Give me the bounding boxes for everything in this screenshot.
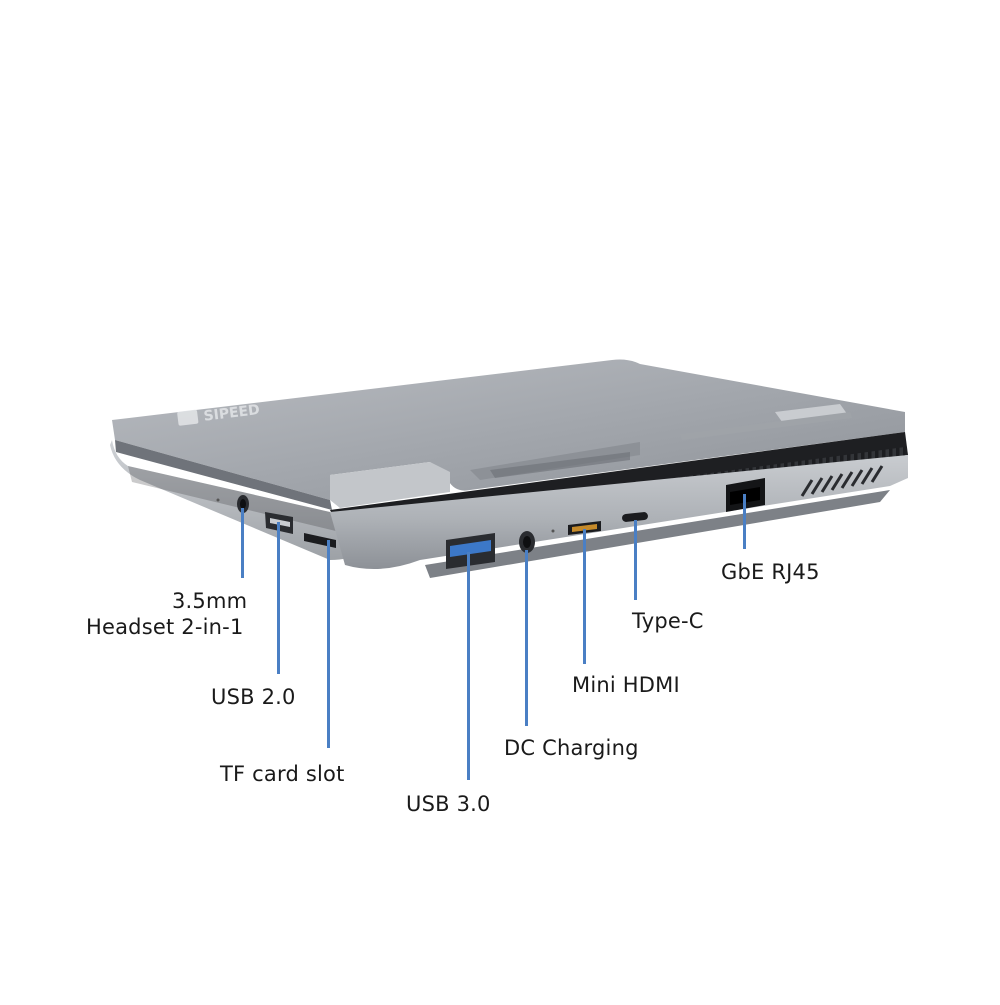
headset-label-line2: Headset 2-in-1 bbox=[86, 615, 244, 639]
laptop-lid bbox=[112, 359, 905, 500]
usb2-label: USB 2.0 bbox=[211, 685, 296, 709]
type-c-leader bbox=[634, 520, 637, 600]
tf-card-leader bbox=[327, 540, 330, 748]
headset-dot bbox=[216, 498, 220, 502]
mini-hdmi-label: Mini HDMI bbox=[572, 673, 680, 697]
type-c-label: Type-C bbox=[632, 609, 704, 633]
side-vents bbox=[800, 465, 884, 497]
dc-charging-label: DC Charging bbox=[504, 736, 639, 760]
dc-indicator-dot bbox=[551, 529, 555, 533]
headset-label-line1: 3.5mm bbox=[172, 589, 248, 613]
usb3-leader bbox=[467, 552, 470, 780]
mini-hdmi-leader bbox=[583, 529, 586, 664]
rj45-leader bbox=[743, 494, 746, 549]
headset-label: 3.5mm bbox=[172, 588, 247, 614]
tf-card-label: TF card slot bbox=[220, 762, 345, 786]
headset-leader bbox=[241, 508, 244, 578]
left-hinge bbox=[330, 462, 450, 508]
dc-charging-leader bbox=[525, 550, 528, 726]
svg-text:SIPEED: SIPEED bbox=[203, 402, 261, 425]
usb3-label: USB 3.0 bbox=[406, 792, 491, 816]
type-c-port bbox=[622, 512, 648, 522]
usb2-leader bbox=[277, 522, 280, 674]
sipeed-logo: SIPEED bbox=[177, 402, 261, 426]
rj45-label: GbE RJ45 bbox=[721, 560, 820, 584]
